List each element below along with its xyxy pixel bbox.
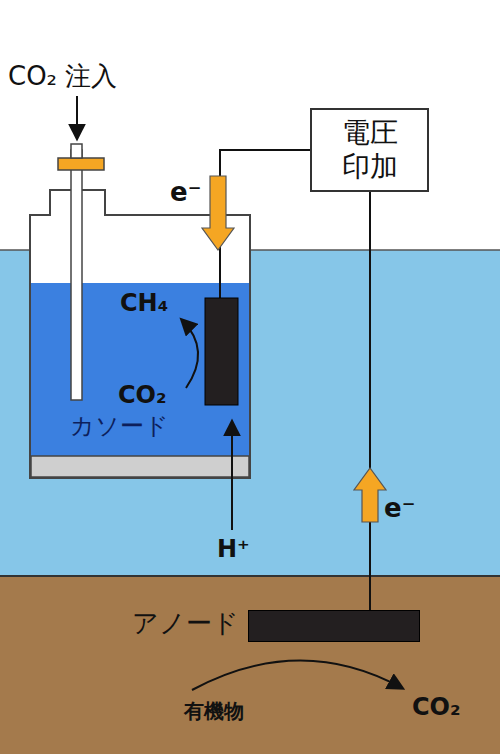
sediment — [0, 576, 500, 754]
electron-arrow-up — [354, 468, 386, 522]
proton-arrow — [231, 422, 233, 530]
pipe-inlet — [71, 144, 82, 158]
injection-label: CO₂ 注入 — [8, 62, 117, 92]
injection-arrow — [76, 96, 78, 138]
organic-matter-label: 有機物 — [184, 700, 244, 723]
co2-label: CO₂ — [412, 694, 461, 722]
cathode-label: カソード — [70, 413, 169, 441]
pipe-cap — [58, 158, 104, 170]
sediment-surface — [0, 575, 500, 577]
anode-electrode: アノード — [248, 610, 420, 642]
cathode-electrode — [205, 298, 238, 405]
anode-wire — [369, 192, 371, 610]
injection-pipe — [71, 150, 82, 400]
power-supply-box: 電圧 印加 — [310, 108, 429, 192]
electron-arrow-down — [202, 176, 234, 250]
proton-label: H⁺ — [217, 536, 250, 564]
catholyte — [31, 283, 249, 456]
oxidation-arrow — [192, 660, 402, 690]
electron-label: e⁻ — [384, 494, 415, 524]
reduction-arrow — [182, 320, 198, 388]
membrane — [31, 456, 249, 477]
box-label: 電圧 印加 — [318, 116, 421, 183]
electrode-label: アノード — [132, 608, 239, 639]
methane-label: CH₄ — [120, 290, 168, 318]
cathode-wire — [220, 150, 312, 298]
electron-label: e⁻ — [170, 178, 201, 208]
co2-label: CO₂ — [118, 382, 167, 410]
